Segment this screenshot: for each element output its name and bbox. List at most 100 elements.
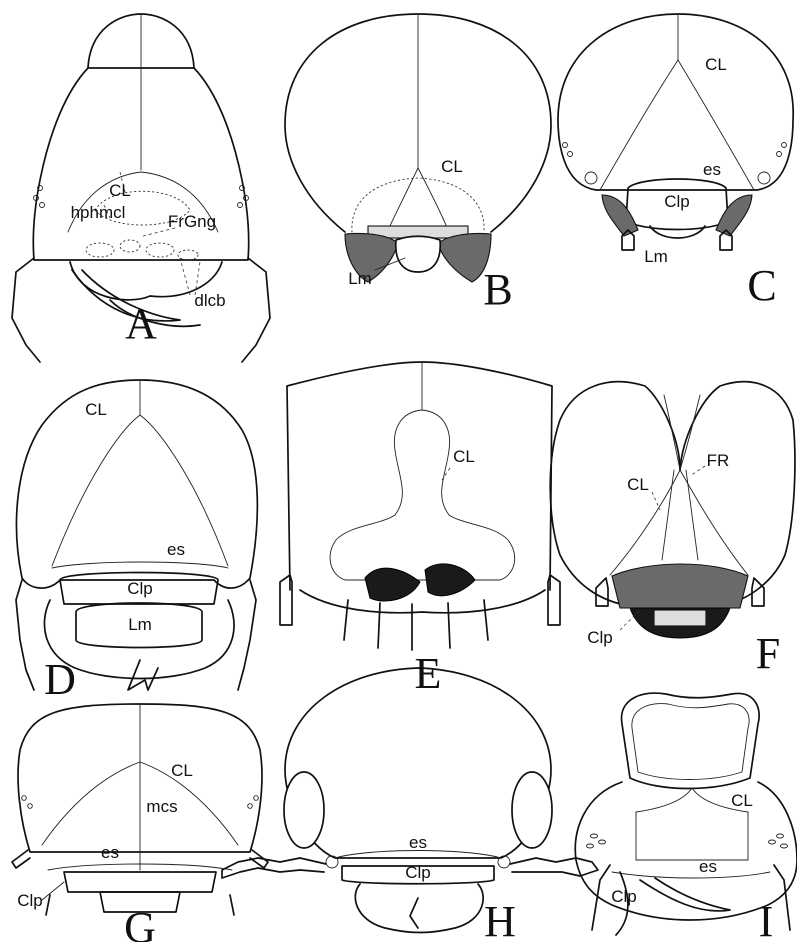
panel-c-mandible-left (602, 195, 638, 236)
panel-e-palp (378, 603, 380, 648)
panel-e-mandible (425, 564, 475, 596)
panel-h-label: Clp (405, 863, 431, 882)
panel-i-mandible (640, 878, 730, 911)
panel-i: CL es Clp I (575, 693, 797, 942)
panel-h-mandible (410, 898, 418, 928)
panel-e-label: CL (453, 447, 475, 466)
panel-g-letter: G (124, 903, 156, 942)
panel-c-cleavage-line (600, 60, 754, 190)
panel-i-label: Clp (611, 887, 637, 906)
panel-g-ocellus (248, 804, 253, 809)
panel-g-leader (42, 882, 64, 900)
panel-g-ocellus (28, 804, 33, 809)
panel-d-epistomal-suture (52, 562, 228, 568)
panel-a-label: FrGng (168, 212, 216, 231)
panel-d-cleavage-line (52, 415, 228, 566)
panel-b: CL Lm B (285, 14, 551, 314)
panel-a-leader (180, 258, 190, 295)
panel-b-labrum (396, 236, 441, 272)
panel-a-pouch (178, 250, 198, 260)
panel-d: CL es Clp Lm D (16, 380, 257, 704)
panel-e-leader (442, 468, 450, 480)
panel-c-ocellus (563, 143, 568, 148)
panel-a-antenna (242, 258, 270, 362)
panel-d-mandible (128, 660, 158, 690)
panel-h-eye-right (512, 772, 552, 848)
panel-a-pouch (146, 243, 174, 257)
panel-g-antenna (12, 850, 30, 868)
panel-a-pouch (120, 240, 140, 252)
panel-f: CL FR Clp F (550, 382, 795, 678)
panel-g-palp (230, 895, 234, 915)
panel-d-antenna (238, 580, 256, 690)
panel-i-ocellus (587, 844, 594, 848)
panel-i-frons (636, 812, 748, 860)
panel-e: CL E (280, 362, 560, 698)
panel-d-head-outline (16, 380, 257, 588)
panel-f-label: Clp (587, 628, 613, 647)
panel-a-letter: A (125, 299, 157, 348)
panel-c-label: CL (705, 55, 727, 74)
panel-h-antenna-socket (326, 856, 338, 868)
panel-g: CL mcs es Clp G (12, 704, 268, 942)
panel-i-label: CL (731, 791, 753, 810)
panel-i-ocellus (777, 834, 784, 838)
panel-a-pouch (86, 243, 114, 257)
panel-i-label: es (699, 857, 717, 876)
panel-c-ocellus (782, 143, 787, 148)
panel-f-clypeus (612, 564, 748, 608)
panel-f-label: CL (627, 475, 649, 494)
panel-a-antenna (12, 258, 40, 362)
panel-i-epistomal-suture (612, 872, 770, 878)
panel-b-label: CL (441, 157, 463, 176)
panel-h-antenna-socket (498, 856, 510, 868)
panel-c-antenna-socket (758, 172, 770, 184)
panel-c: CL es Clp Lm C (558, 14, 793, 310)
panel-g-ocellus (22, 796, 27, 801)
panel-h: es Clp H (222, 668, 598, 942)
panel-a-ocellus (40, 203, 45, 208)
panel-g-palp (46, 895, 50, 915)
panel-f-labrum (654, 610, 706, 626)
panel-h-antenna-left (222, 858, 326, 878)
panel-f-antenna (596, 578, 608, 606)
panel-e-palp (344, 600, 348, 640)
panel-i-ocellus (781, 844, 788, 848)
panel-c-ocellus (568, 152, 573, 157)
panel-d-letter: D (44, 655, 76, 704)
panel-f-letter: F (756, 629, 780, 678)
panel-g-label: CL (171, 761, 193, 780)
panel-a-label: dlcb (194, 291, 225, 310)
panel-h-antenna-right (510, 858, 598, 876)
panel-h-letter: H (484, 897, 516, 942)
panel-c-letter: C (747, 261, 776, 310)
panel-c-label: es (703, 160, 721, 179)
panel-g-label: Clp (17, 891, 43, 910)
panel-f-label: FR (707, 451, 730, 470)
panel-f-frontal-suture (662, 470, 698, 560)
panel-g-label: es (101, 843, 119, 862)
panel-i-antenna (774, 865, 790, 930)
panel-c-mandible-right (716, 195, 752, 236)
panel-i-ocellus (591, 834, 598, 838)
panel-b-clypeal-suture (352, 178, 484, 232)
panel-i-neck-ring-inner (632, 704, 749, 780)
panel-d-label: CL (85, 400, 107, 419)
panel-g-label: mcs (146, 797, 177, 816)
panel-d-label: Lm (128, 615, 152, 634)
panel-e-palp (484, 600, 488, 640)
panel-g-clypeus (64, 872, 216, 892)
panel-a-ocellus (238, 203, 243, 208)
panel-i-antenna (592, 865, 610, 930)
panel-e-head-outline (287, 362, 552, 590)
panel-e-mandible (365, 568, 420, 601)
panel-b-label: Lm (348, 269, 372, 288)
panel-d-label: es (167, 540, 185, 559)
panel-f-leader (690, 466, 705, 476)
panel-a-label: hphmcl (71, 203, 126, 222)
panel-b-letter: B (483, 265, 512, 314)
panel-h-labrum (355, 884, 483, 933)
panel-i-ocellus (599, 840, 606, 844)
